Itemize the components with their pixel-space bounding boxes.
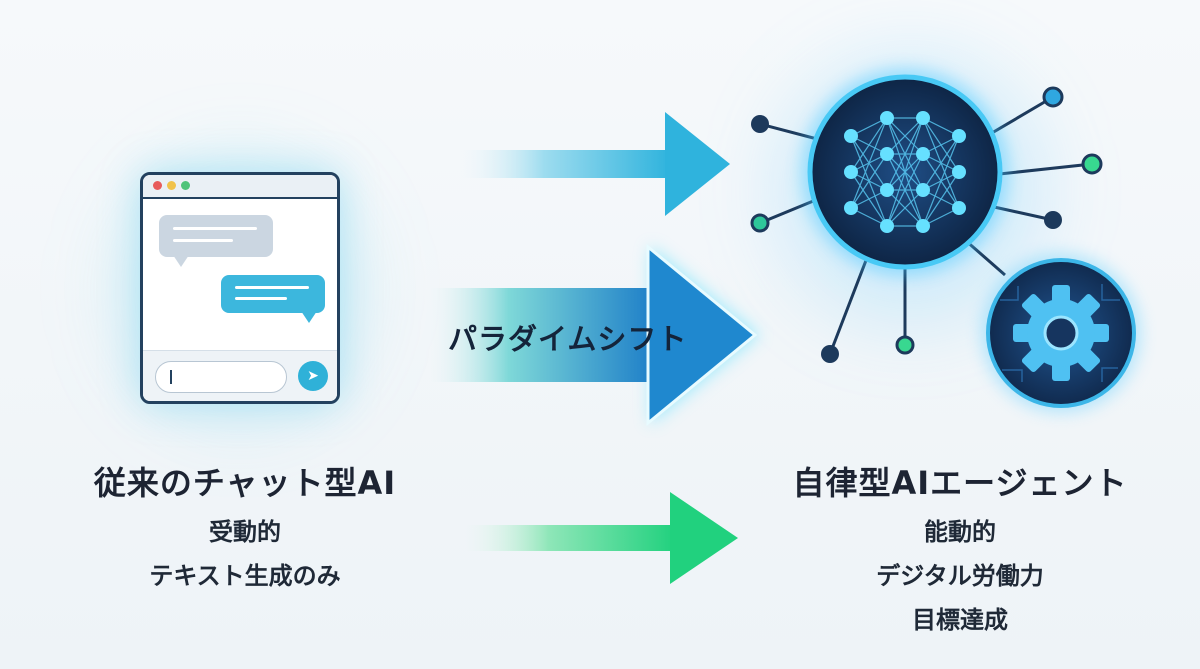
network-node-icon — [895, 335, 915, 355]
maximize-dot-icon — [181, 181, 190, 190]
network-node-icon — [750, 213, 770, 233]
right-title: 自律型AIエージェント — [792, 464, 1128, 502]
bubble-tail — [301, 311, 317, 323]
neuron-node — [952, 201, 966, 215]
chat-window-illustration: ➤ — [140, 172, 340, 404]
gear-icon — [981, 253, 1141, 413]
neuron-node — [844, 129, 858, 143]
network-node-icon — [821, 345, 839, 363]
neuron-node — [952, 129, 966, 143]
neuron-node — [844, 165, 858, 179]
right-line-2: デジタル労働力 — [876, 562, 1044, 590]
neural-network-icon — [801, 68, 1009, 276]
text-cursor — [170, 370, 172, 384]
network-node-icon — [751, 115, 769, 133]
top-arrow — [460, 112, 730, 216]
send-icon: ➤ — [298, 361, 328, 391]
network-node-icon — [1081, 153, 1103, 175]
neuron-node — [880, 111, 894, 125]
right-line-1: 能動的 — [924, 518, 996, 546]
neuron-node — [916, 183, 930, 197]
neuron-node — [916, 147, 930, 161]
window-titlebar — [143, 175, 337, 199]
close-dot-icon — [153, 181, 162, 190]
neuron-node — [844, 201, 858, 215]
bubble-tail — [173, 255, 189, 267]
minimize-dot-icon — [167, 181, 176, 190]
chat-footer: ➤ — [143, 350, 337, 401]
outgoing-chat-bubble — [221, 275, 325, 313]
bottom-arrow — [465, 492, 738, 584]
paradigm-shift-label: パラダイムシフト — [448, 322, 688, 356]
network-node-icon — [1044, 211, 1062, 229]
paradigm-shift-arrow — [430, 243, 760, 427]
chat-input-field — [155, 361, 287, 393]
neuron-node — [916, 111, 930, 125]
network-node-icon — [1042, 86, 1064, 108]
left-line-1: 受動的 — [209, 518, 281, 546]
neuron-node — [952, 165, 966, 179]
neuron-node — [880, 183, 894, 197]
incoming-chat-bubble — [159, 215, 273, 257]
right-line-3: 目標達成 — [912, 606, 1008, 634]
neuron-node — [916, 219, 930, 233]
neuron-node — [880, 219, 894, 233]
left-title: 従来のチャット型AI — [93, 464, 397, 502]
left-line-2: テキスト生成のみ — [149, 562, 341, 590]
neuron-node — [880, 147, 894, 161]
